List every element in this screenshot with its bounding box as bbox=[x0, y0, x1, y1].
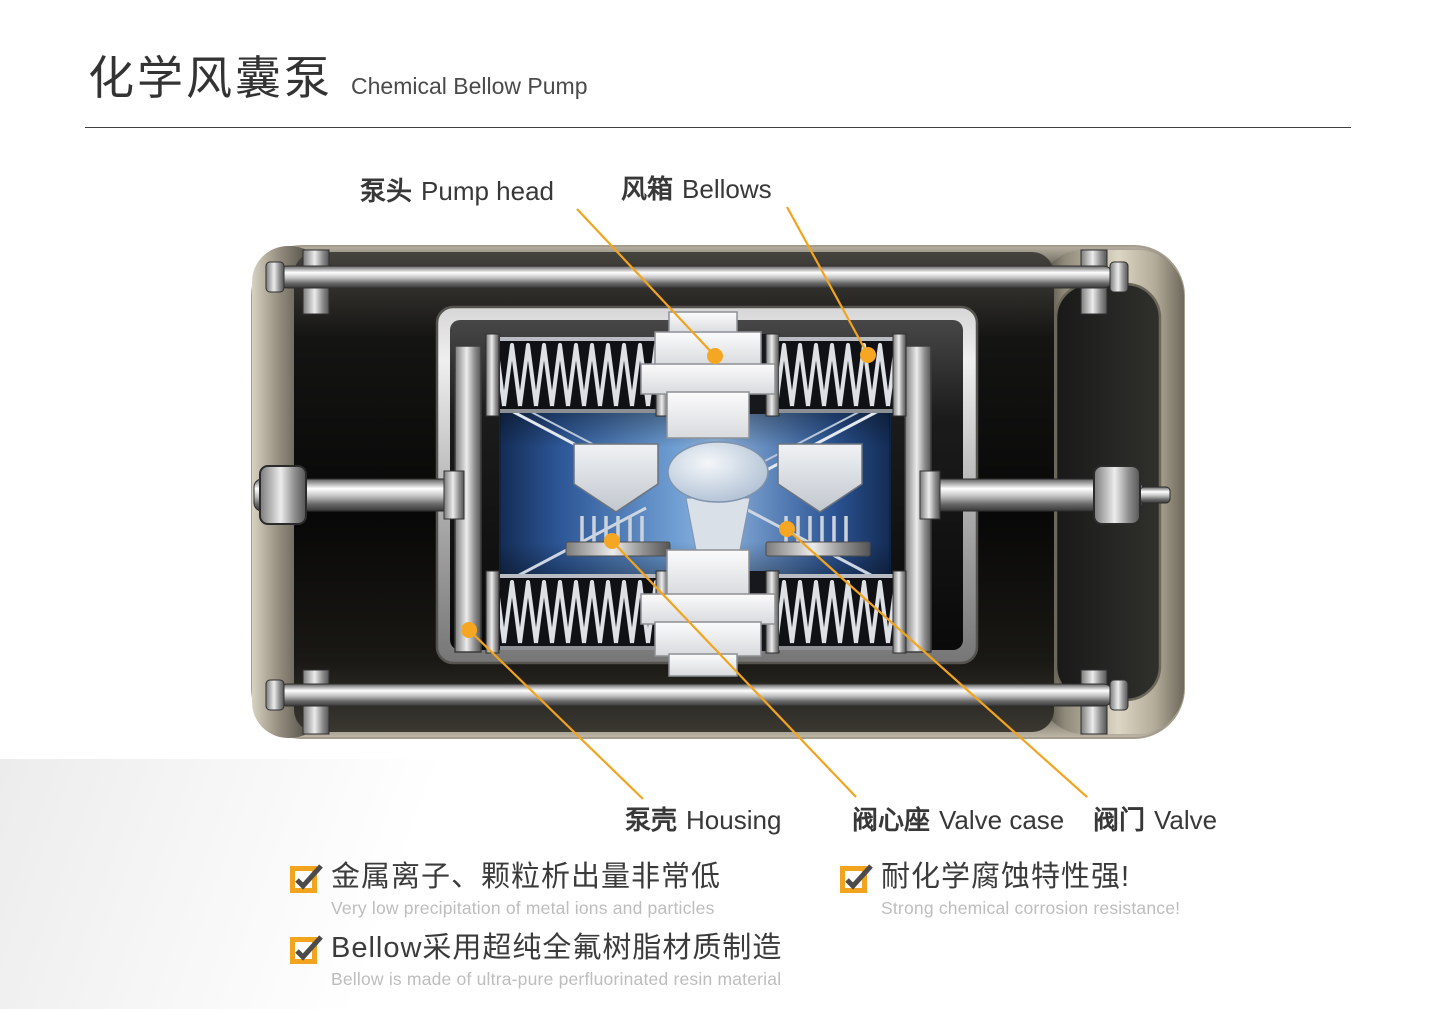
callout-valve-case-en: Valve case bbox=[939, 805, 1065, 835]
background-wedge bbox=[0, 759, 720, 1009]
callout-bellows-en: Bellows bbox=[682, 174, 772, 204]
feature-item-2: 耐化学腐蚀特性强! Strong chemical corrosion resi… bbox=[840, 861, 1180, 919]
check-icon bbox=[840, 864, 873, 893]
callout-valve-en: Valve bbox=[1154, 805, 1218, 835]
callout-housing-en: Housing bbox=[686, 805, 782, 835]
feature-3-subtext: Bellow is made of ultra-pure perfluorina… bbox=[331, 969, 782, 990]
feature-2-subtext: Strong chemical corrosion resistance! bbox=[881, 898, 1181, 919]
valve-internals bbox=[505, 402, 885, 584]
check-icon bbox=[290, 935, 323, 964]
callout-pump-head: 泵头 Pump head bbox=[360, 171, 554, 208]
feature-1-text: 金属离子、颗粒析出量非常低 bbox=[331, 861, 722, 893]
callout-bellows: 风箱 Bellows bbox=[621, 169, 772, 206]
callout-valve-zh: 阀门 bbox=[1093, 805, 1146, 835]
feature-item-1: 金属离子、颗粒析出量非常低 Very low precipitation of … bbox=[290, 861, 721, 919]
feature-3-text: Bellow采用超纯全氟树脂材质制造 bbox=[331, 932, 783, 964]
callout-pump-head-zh: 泵头 bbox=[360, 176, 413, 206]
header: 化学风囊泵 Chemical Bellow Pump bbox=[88, 42, 587, 108]
bellows-top-right bbox=[765, 333, 907, 417]
feature-item-3: Bellow采用超纯全氟树脂材质制造 Bellow is made of ult… bbox=[290, 932, 782, 990]
page-title: 化学风囊泵 bbox=[88, 52, 333, 104]
check-icon bbox=[290, 864, 323, 893]
page-subtitle: Chemical Bellow Pump bbox=[351, 73, 588, 99]
callout-pump-head-en: Pump head bbox=[421, 176, 554, 206]
callout-housing-zh: 泵壳 bbox=[625, 805, 678, 835]
callout-housing: 泵壳 Housing bbox=[625, 800, 781, 837]
callout-bellows-zh: 风箱 bbox=[621, 174, 674, 204]
pump-cross-section bbox=[251, 245, 1185, 739]
drive-shaft bbox=[253, 465, 1171, 525]
callout-valve-case-zh: 阀心座 bbox=[852, 805, 931, 835]
header-divider bbox=[85, 127, 1351, 128]
feature-2-text: 耐化学腐蚀特性强! bbox=[881, 861, 1131, 893]
feature-1-subtext: Very low precipitation of metal ions and… bbox=[331, 898, 715, 919]
diagram-stage bbox=[248, 240, 1188, 745]
bellows-bottom-right bbox=[765, 570, 907, 654]
callout-valve: 阀门 Valve bbox=[1093, 800, 1217, 837]
callout-valve-case: 阀心座 Valve case bbox=[852, 800, 1064, 837]
